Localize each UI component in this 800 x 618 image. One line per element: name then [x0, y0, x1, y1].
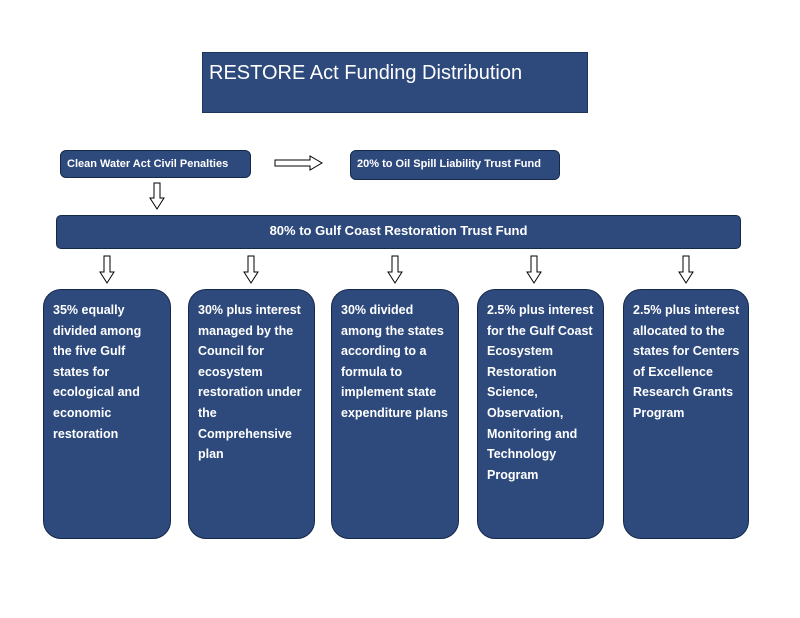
- allocation-text-5: 2.5% plus interest allocated to the stat…: [633, 303, 740, 420]
- arrow-down-source: [149, 182, 165, 210]
- allocation-text-2: 30% plus interest managed by the Council…: [198, 303, 302, 462]
- allocation-box-5: 2.5% plus interest allocated to the stat…: [623, 289, 749, 539]
- title-box: RESTORE Act Funding Distribution: [202, 52, 588, 113]
- arrow-down-col-4: [526, 255, 542, 284]
- allocation-text-3: 30% divided among the states according t…: [341, 303, 448, 420]
- arrow-right: [274, 155, 323, 171]
- oil-spill-box: 20% to Oil Spill Liability Trust Fund: [350, 150, 560, 180]
- diagram-title: RESTORE Act Funding Distribution: [209, 62, 523, 84]
- source-box: Clean Water Act Civil Penalties: [60, 150, 251, 178]
- arrow-down-col-5: [678, 255, 694, 284]
- allocation-box-4: 2.5% plus interest for the Gulf Coast Ec…: [477, 289, 604, 539]
- allocation-box-3: 30% divided among the states according t…: [331, 289, 459, 539]
- arrow-down-col-2: [243, 255, 259, 284]
- allocation-text-1: 35% equally divided among the five Gulf …: [53, 303, 142, 441]
- arrow-down-col-1: [99, 255, 115, 284]
- trust-fund-box: 80% to Gulf Coast Restoration Trust Fund: [56, 215, 741, 249]
- oil-spill-label: 20% to Oil Spill Liability Trust Fund: [357, 158, 541, 170]
- arrow-down-col-3: [387, 255, 403, 284]
- source-label: Clean Water Act Civil Penalties: [67, 158, 229, 170]
- allocation-box-2: 30% plus interest managed by the Council…: [188, 289, 315, 539]
- allocation-text-4: 2.5% plus interest for the Gulf Coast Ec…: [487, 303, 594, 482]
- allocation-box-1: 35% equally divided among the five Gulf …: [43, 289, 171, 539]
- trust-fund-label: 80% to Gulf Coast Restoration Trust Fund: [269, 223, 528, 238]
